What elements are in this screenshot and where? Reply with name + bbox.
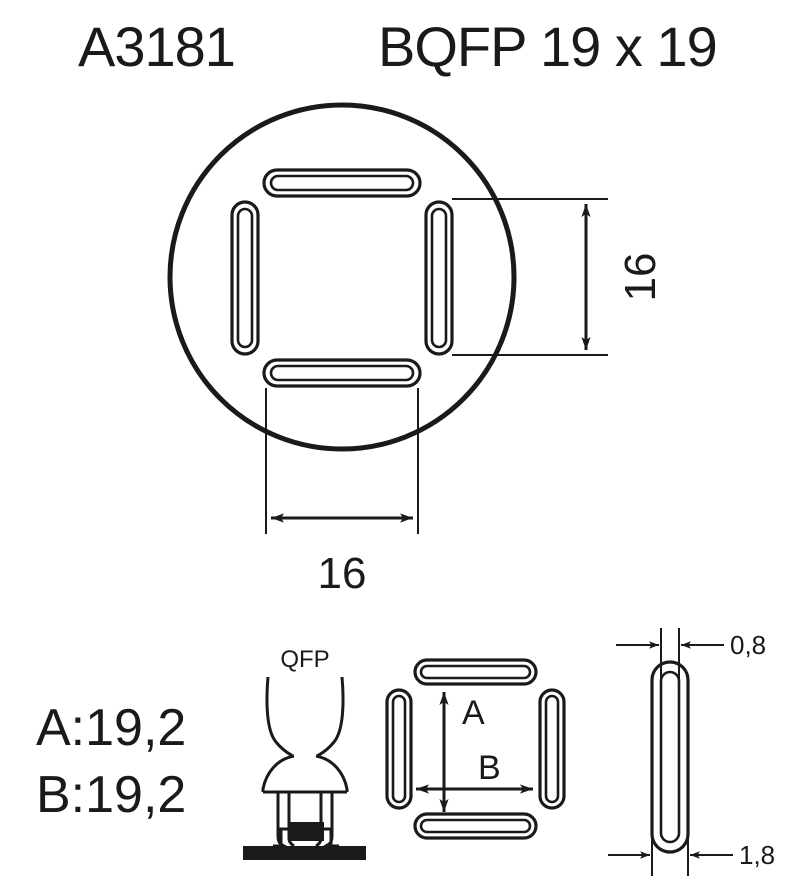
ab-diagram-label-b: B: [478, 749, 501, 787]
pcb-board: [243, 846, 366, 860]
dimension-b-label: B:19,2: [36, 766, 186, 824]
chip-lead-left: [273, 827, 288, 848]
slot-left: [230, 200, 260, 356]
ab-reference-diagram-group: A B: [385, 658, 566, 840]
chip-lead-right: [324, 827, 339, 848]
ref-slot-left: [385, 688, 413, 810]
detail-outer-width-label: 1,8: [739, 840, 775, 870]
detail-inner-width-label: 0,8: [730, 630, 766, 660]
slot-detail-group: 0,8 1,8: [608, 628, 775, 876]
vertical-dimension-16: 16: [452, 198, 665, 356]
nozzle-outline-circle: [167, 102, 517, 452]
nozzle-funnel-left-wall: [265, 676, 294, 758]
part-number-title: A3181: [78, 15, 235, 78]
ref-slot-right: [538, 688, 566, 810]
slot-top: [262, 168, 422, 198]
horizontal-dimension-label: 16: [318, 549, 367, 598]
nozzle-bell-left: [261, 754, 295, 792]
qfp-chip-body: [288, 822, 324, 841]
vertical-dimension-label: 16: [616, 253, 665, 302]
nozzle-top-view-group: 16 16: [167, 102, 665, 598]
ref-slot-bottom: [413, 812, 538, 840]
detail-slot-inner: [659, 670, 681, 844]
nozzle-bell-right: [315, 754, 349, 792]
package-dimension-labels: A:19,2 B:19,2: [36, 699, 186, 824]
ref-slot-top: [413, 658, 538, 686]
horizontal-dimension-16: 16: [265, 388, 419, 598]
slot-bottom: [262, 358, 422, 388]
qfp-side-view-label: QFP: [280, 646, 329, 673]
package-type-title: BQFP 19 x 19: [378, 15, 717, 78]
qfp-side-view-group: QFP: [243, 646, 366, 860]
dimension-a-label: A:19,2: [36, 699, 186, 757]
ab-diagram-label-a: A: [462, 694, 485, 732]
nozzle-funnel-right-wall: [316, 676, 345, 758]
slot-right: [424, 200, 454, 356]
